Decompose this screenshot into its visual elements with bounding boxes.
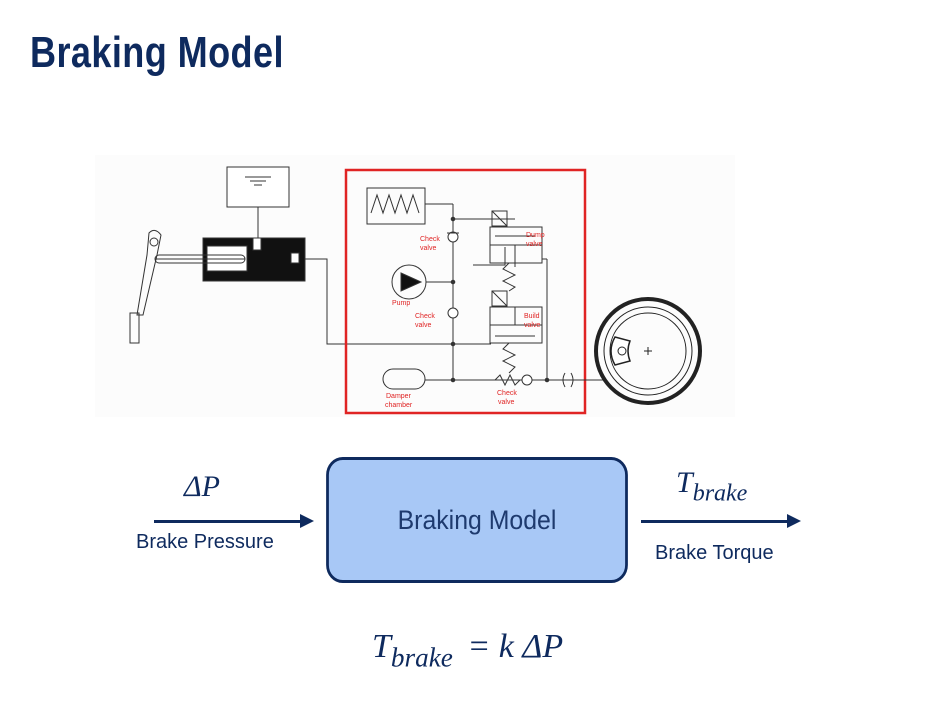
dump-valve-label-2: valve bbox=[526, 241, 542, 248]
damper-chamber bbox=[382, 368, 426, 390]
braking-model-label: Braking Model bbox=[397, 504, 557, 535]
equation-lhs-main: T bbox=[372, 628, 391, 665]
reservoir bbox=[226, 166, 290, 208]
wheel-disc bbox=[594, 297, 702, 405]
braking-model-block: Braking Model bbox=[326, 457, 628, 583]
output-symbol-main: T bbox=[676, 466, 693, 499]
brake-pedal bbox=[136, 229, 162, 316]
output-label: Brake Torque bbox=[655, 542, 774, 564]
input-arrow bbox=[154, 520, 302, 523]
check-valve-label-mid-2: valve bbox=[415, 322, 431, 329]
pump-label: Pump bbox=[392, 300, 410, 307]
output-symbol-sub: brake bbox=[692, 480, 748, 507]
damper-chamber-label: Damper bbox=[386, 393, 412, 400]
build-valve-label-2: valve bbox=[524, 322, 540, 329]
check-valve-label-top: Check bbox=[420, 236, 440, 243]
check-valve-label-top-2: valve bbox=[420, 245, 436, 252]
slide-title: Braking Model bbox=[30, 28, 284, 77]
input-symbol: ΔP bbox=[184, 470, 220, 503]
check-valve-label-bottom-2: valve bbox=[498, 399, 514, 406]
input-arrow-head bbox=[300, 514, 314, 528]
brake-hydraulic-schematic: Check valve Dump valve Pump Check valve … bbox=[95, 155, 735, 417]
check-valve-label-mid: Check bbox=[415, 313, 435, 320]
abs-module-highlight bbox=[344, 168, 587, 415]
output-arrow bbox=[641, 520, 789, 523]
equation-lhs-sub: brake bbox=[390, 642, 453, 673]
equation: Tbrake = k ΔP bbox=[372, 628, 563, 674]
dump-valve-label: Dump bbox=[526, 232, 545, 239]
build-valve-label: Build bbox=[524, 313, 540, 320]
input-label: Brake Pressure bbox=[136, 531, 274, 553]
equation-rhs: = k ΔP bbox=[467, 628, 564, 665]
output-symbol: Tbrake bbox=[676, 466, 747, 507]
damper-chamber-label-2: chamber bbox=[385, 402, 413, 409]
check-valve-label-bottom: Check bbox=[497, 390, 517, 397]
output-arrow-head bbox=[787, 514, 801, 528]
